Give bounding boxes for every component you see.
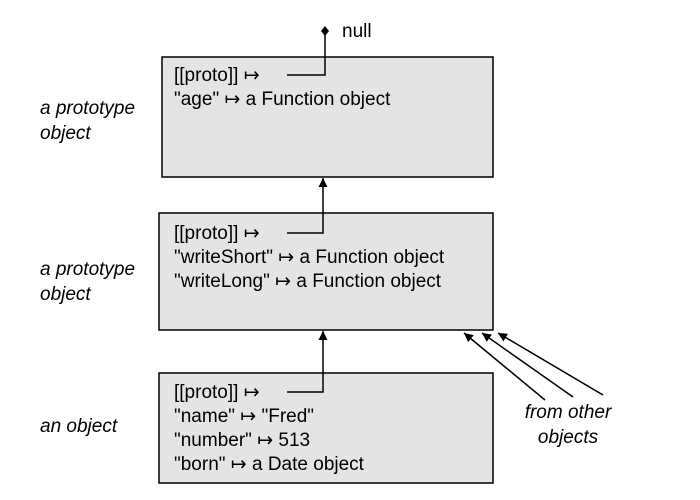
middle-box-text: [[proto]] ↦ "writeShort" ↦ a Function ob… — [174, 222, 444, 294]
from-other-objects-line-1: from other — [524, 402, 612, 423]
proto-link-top-to-null — [287, 31, 326, 76]
side-caption-top-line-1: a prototype — [40, 98, 136, 119]
top-box-line-proto: [[proto]] ↦ — [174, 65, 260, 86]
side-caption-object-line-1: an object — [40, 416, 118, 437]
top-box-line-age: "age" ↦ a Function object — [174, 89, 391, 110]
side-caption-object: an object — [40, 414, 117, 439]
proto-link-object-to-middle — [287, 331, 328, 393]
side-caption-top-line-2: object — [40, 123, 91, 144]
other-object-arrow-3 — [497, 332, 604, 396]
top-box-text: [[proto]] ↦ "age" ↦ a Function object — [174, 64, 390, 112]
object-box-text: [[proto]] ↦ "name" ↦ "Fred" "number" ↦ 5… — [174, 381, 364, 477]
object-box-line-born: "born" ↦ a Date object — [174, 454, 364, 475]
proto-link-middle-to-top — [287, 178, 328, 234]
object-box — [158, 372, 494, 484]
other-object-arrow-1 — [463, 332, 546, 401]
prototype-box-middle — [158, 212, 494, 331]
side-caption-middle: a prototype object — [40, 257, 135, 307]
middle-box-line-writeshort: "writeShort" ↦ a Function object — [174, 247, 445, 268]
side-caption-top: a prototype object — [40, 96, 135, 146]
object-box-line-proto: [[proto]] ↦ — [174, 382, 260, 403]
side-caption-middle-line-1: a prototype — [40, 259, 136, 280]
null-label: null — [342, 21, 372, 42]
prototype-box-top — [161, 56, 494, 178]
other-object-arrow-2 — [481, 332, 574, 398]
object-box-line-name: "name" ↦ "Fred" — [174, 406, 315, 427]
middle-box-line-proto: [[proto]] ↦ — [174, 223, 260, 244]
middle-box-line-writelong: "writeLong" ↦ a Function object — [174, 271, 442, 292]
object-box-line-number: "number" ↦ 513 — [174, 430, 311, 451]
from-other-objects-line-2: objects — [537, 427, 599, 448]
side-caption-middle-line-2: object — [40, 284, 91, 305]
from-other-objects-caption: from other objects — [518, 400, 618, 450]
